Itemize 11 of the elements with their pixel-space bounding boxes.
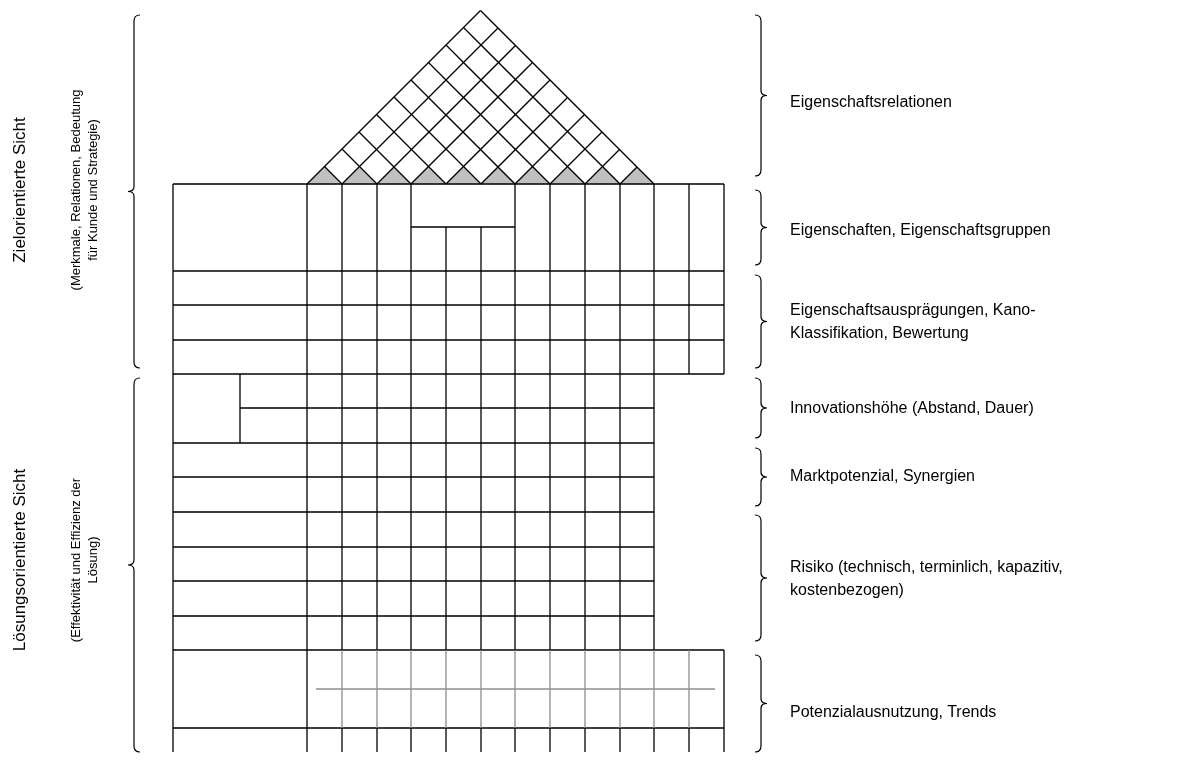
section-label: Risiko (technisch, terminlich, kapazitiv, kostenbezogen) <box>790 557 1064 600</box>
section-label: Marktpotenzial, Synergien <box>790 466 976 486</box>
view-description: (Merkmale, Relationen, Bedeutung für Kunde und Strategie) <box>67 88 101 293</box>
view-description: (Effektivität und Effizienz der Lösung) <box>67 476 101 645</box>
view-title: Lösungsorientierte Sicht <box>9 467 31 654</box>
view-title: Zielorientierte Sicht <box>9 116 31 265</box>
section-label: Eigenschaftsausprägungen, Kano-Klassifikation, Bewertung <box>790 300 1037 343</box>
section-label: Innovationshöhe (Abstand, Dauer) <box>790 398 1035 418</box>
section-label: Potenzialausnutzung, Trends <box>790 702 998 722</box>
section-label: Eigenschaften, Eigenschaftsgruppen <box>790 220 1052 240</box>
section-label: Eigenschaftsrelationen <box>790 92 953 112</box>
